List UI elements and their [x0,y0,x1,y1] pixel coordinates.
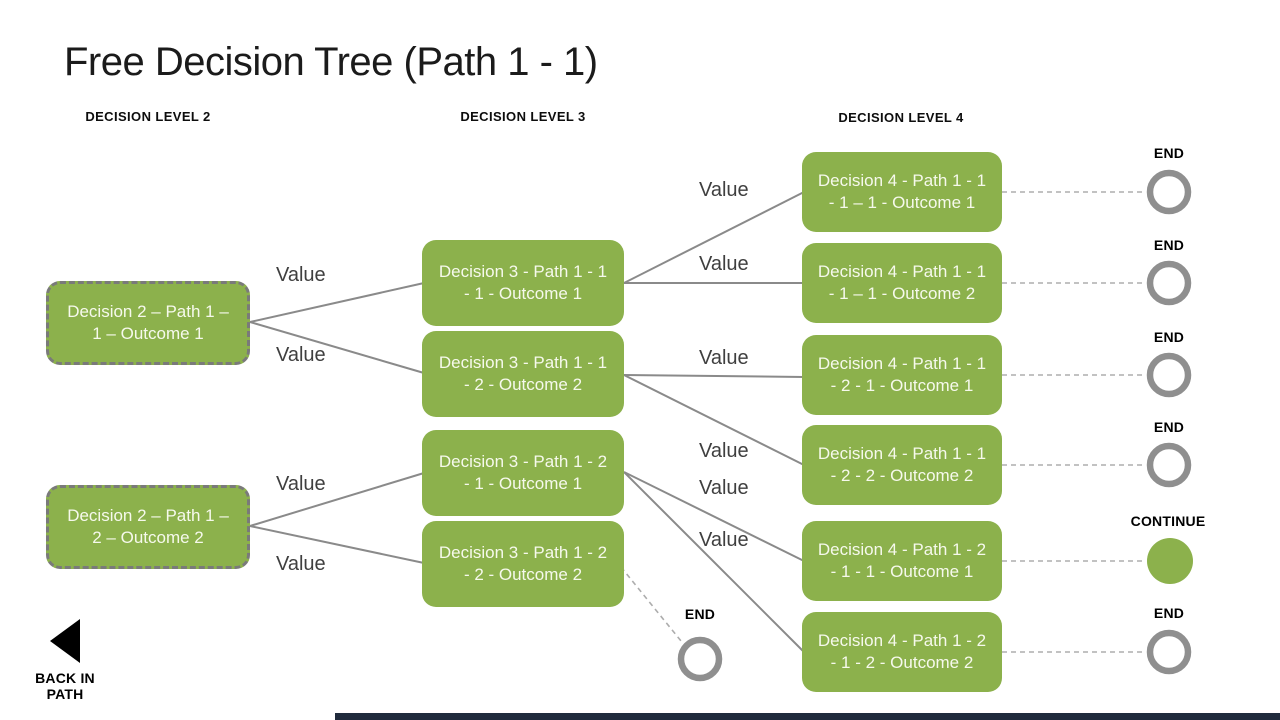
edge-value-label: Value [699,529,749,551]
end-circle [1146,260,1192,306]
end-label: END [1153,605,1185,621]
connector-line [249,282,425,323]
end-circle [1146,169,1192,215]
edge-value-label: Value [699,179,749,201]
decision-node-3-4[interactable]: Decision 3 - Path 1 - 2 - 2 - Outcome 2 [422,521,624,607]
connector-line [623,191,805,284]
edge-value-label: Value [699,440,749,462]
decision-node-3-2[interactable]: Decision 3 - Path 1 - 1 - 2 - Outcome 2 [422,331,624,417]
decision-node-3-3[interactable]: Decision 3 - Path 1 - 2 - 1 - Outcome 1 [422,430,624,516]
continue-circle[interactable] [1147,538,1193,584]
connector-line [623,374,805,466]
column-header-level-3: DECISION LEVEL 3 [460,109,586,124]
decision-node-4-3[interactable]: Decision 4 - Path 1 - 1 - 2 - 1 - Outcom… [802,335,1002,415]
edge-value-label: Value [699,477,749,499]
back-arrow-icon [50,619,80,663]
end-label: END [1153,419,1185,435]
dashed-connector-line [620,566,682,642]
end-circle [677,636,723,682]
edge-value-label: Value [699,347,749,369]
footer-accent-bar [335,713,1280,720]
decision-node-4-2[interactable]: Decision 4 - Path 1 - 1 - 1 – 1 - Outcom… [802,243,1002,323]
edge-value-label: Value [276,553,326,575]
column-header-level-4: DECISION LEVEL 4 [838,110,964,125]
node-label: Decision 3 - Path 1 - 1 - 2 - Outcome 2 [438,353,608,394]
column-header-level-2: DECISION LEVEL 2 [85,109,211,124]
edge-value-label: Value [699,253,749,275]
node-label: Decision 4 - Path 1 - 1 - 1 – 1 - Outcom… [817,262,987,303]
connector-line [249,525,425,564]
end-circle [1146,629,1192,675]
node-label: Decision 4 - Path 1 - 2 - 1 - 2 - Outcom… [817,631,987,672]
end-circle [1146,442,1192,488]
connector-line [623,471,805,562]
node-label: Decision 3 - Path 1 - 1 - 1 - Outcome 1 [438,262,608,303]
connector-line [623,471,805,653]
decision-node-4-6[interactable]: Decision 4 - Path 1 - 2 - 1 - 2 - Outcom… [802,612,1002,692]
node-label: Decision 4 - Path 1 - 1 - 1 – 1 - Outcom… [817,171,987,212]
decision-node-4-1[interactable]: Decision 4 - Path 1 - 1 - 1 – 1 - Outcom… [802,152,1002,232]
node-label: Decision 3 - Path 1 - 2 - 2 - Outcome 2 [438,543,608,584]
node-label: Decision 4 - Path 1 - 1 - 2 - 1 - Outcom… [817,354,987,395]
end-label: END [1153,145,1185,161]
connector-line [249,321,425,374]
decision-node-2-1[interactable]: Decision 2 – Path 1 – 1 – Outcome 1 [46,281,250,365]
end-circle [1146,352,1192,398]
node-label: Decision 4 - Path 1 - 1 - 2 - 2 - Outcom… [817,444,987,485]
decision-node-2-2[interactable]: Decision 2 – Path 1 – 2 – Outcome 2 [46,485,250,569]
page-title: Free Decision Tree (Path 1 - 1) [64,40,598,84]
end-label: END [1153,237,1185,253]
node-label: Decision 2 – Path 1 – 1 – Outcome 1 [67,302,229,343]
continue-label: CONTINUE [1130,513,1206,529]
node-label: Decision 3 - Path 1 - 2 - 1 - Outcome 1 [438,452,608,493]
node-label: Decision 2 – Path 1 – 2 – Outcome 2 [67,506,229,547]
decision-node-4-5[interactable]: Decision 4 - Path 1 - 2 - 1 - 1 - Outcom… [802,521,1002,601]
connector-line [249,472,425,527]
end-label: END [1153,329,1185,345]
back-in-path-label: BACK IN PATH [35,670,95,703]
edge-value-label: Value [276,473,326,495]
connector-line [623,374,805,378]
end-label: END [684,606,716,622]
decision-node-4-4[interactable]: Decision 4 - Path 1 - 1 - 2 - 2 - Outcom… [802,425,1002,505]
decision-node-3-1[interactable]: Decision 3 - Path 1 - 1 - 1 - Outcome 1 [422,240,624,326]
back-in-path-button[interactable]: BACK IN PATH [29,618,101,702]
edge-value-label: Value [276,264,326,286]
node-label: Decision 4 - Path 1 - 2 - 1 - 1 - Outcom… [817,540,987,581]
edge-value-label: Value [276,344,326,366]
